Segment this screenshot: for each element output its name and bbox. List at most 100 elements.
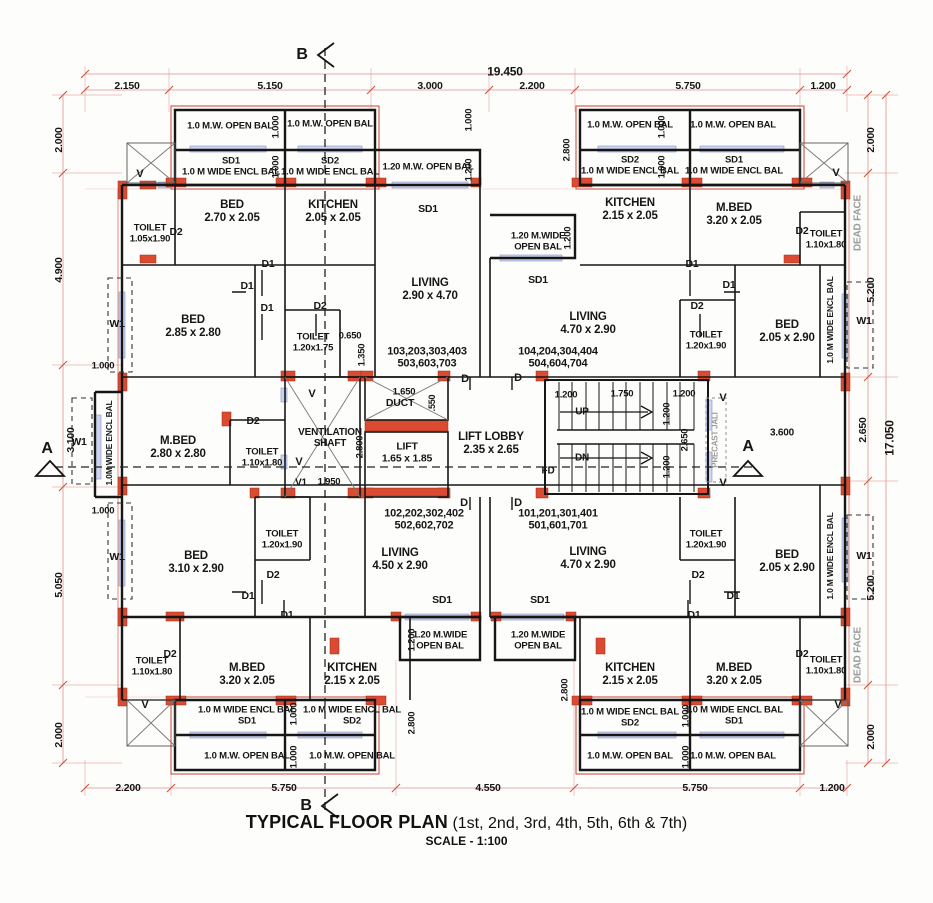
door-tag-d1: D1 — [280, 609, 294, 622]
room-label: KITCHEN 2.15 x 2.05 — [602, 662, 658, 687]
vent-dim: 2.800 — [354, 435, 366, 459]
vent-dim: 1.350 — [356, 343, 368, 367]
stair-up-label: UP — [575, 406, 589, 418]
balcony-label: SD2 1.0 M WIDE ENCL BAL — [581, 154, 679, 176]
stair-direction-arrows — [560, 405, 654, 465]
dim-inner: 1.000 — [656, 155, 668, 179]
room-label: M.BED 3.20 x 2.05 — [706, 662, 762, 687]
dim-inner: 1.000 — [270, 155, 282, 179]
balcony-label: 1.20 M.WIDE OPEN BAL — [412, 629, 468, 651]
section-markers — [33, 42, 765, 819]
room-label: KITCHEN 2.15 x 2.05 — [602, 197, 658, 222]
slider-tag: SD1 — [418, 203, 438, 216]
dim-top: 5.750 — [675, 80, 701, 93]
title-block: TYPICAL FLOOR PLAN (1st, 2nd, 3rd, 4th, … — [0, 812, 933, 848]
door-tag-d2: D2 — [163, 648, 177, 661]
section-marker-a-left: A — [41, 440, 53, 458]
dimension-lines — [62, 73, 887, 789]
balcony-label: 1.0 M WIDE ENCL BAL — [825, 512, 836, 600]
stair-dim: 2.650 — [679, 428, 691, 452]
section-arrow-b-top — [316, 42, 335, 68]
dim-bottom: 4.550 — [475, 782, 501, 795]
dim-bottom: 2.200 — [115, 782, 141, 795]
dim-inner: 1.000 — [680, 745, 692, 769]
room-label: TOILET 1.10x1.80 — [805, 228, 847, 250]
balcony-label: SD2 1.0 M WIDE ENCL BAL — [281, 155, 379, 177]
dim-top: 5.150 — [257, 80, 283, 93]
door-tag-d: D — [514, 496, 522, 509]
balcony-label: 1.0 M.W. OPEN BAL — [690, 750, 776, 762]
dim-inner: 1.200 — [562, 226, 574, 250]
vent-tag-v: V — [308, 387, 316, 400]
dim-left: 3.100 — [65, 427, 78, 453]
balcony-label: 1.0 M WIDE ENCL BAL SD2 — [581, 706, 679, 728]
door-leaves — [232, 270, 740, 617]
balcony-label: 1.0 M.W. OPEN BAL — [204, 750, 290, 762]
dim-inner: 1.200 — [406, 628, 418, 652]
dimension-ticks — [58, 69, 891, 793]
vent-dim: 0.650 — [338, 330, 362, 342]
balcony-label: 1.0 M WIDE ENCL BAL — [825, 276, 836, 364]
slider-tag: SD1 — [528, 274, 548, 287]
dim-inner: 1.000 — [463, 108, 475, 132]
stair-dim: 1.200 — [661, 402, 673, 426]
door-tag-d2: D2 — [795, 648, 809, 661]
window-tag-w1: W1 — [856, 550, 872, 563]
balcony-label: SD1 1.0 M WIDE ENCL BAL — [685, 154, 783, 176]
dim-top: 1.200 — [810, 80, 836, 93]
dim-bottom: 1.200 — [819, 782, 845, 795]
room-label: KITCHEN 2.15 x 2.05 — [324, 662, 380, 687]
dim-left: 1.000 — [91, 360, 115, 372]
room-label: TOILET 1.20x1.75 — [292, 331, 334, 353]
dim-inner: 1.000 — [680, 704, 692, 728]
door-tag-d2: D2 — [313, 300, 327, 313]
unit-numbers-label: 103,203,303,403 503,603,703 — [387, 345, 467, 370]
window-tag-w1: W1 — [71, 436, 87, 449]
door-tag-d2: D2 — [266, 569, 280, 582]
dim-left: 2.000 — [53, 127, 66, 153]
unit-numbers-label: 101,201,301,401 501,601,701 — [518, 507, 598, 532]
room-label: TOILET 1.20x1.90 — [685, 329, 727, 351]
shaft-boxes — [284, 376, 449, 498]
door-tag-d2: D2 — [246, 415, 260, 428]
slider-tag: SD1 — [530, 594, 550, 607]
dim-inner: 1.000 — [288, 702, 300, 726]
door-tag-d1: D1 — [722, 279, 736, 292]
door-tag-d1: D1 — [726, 590, 740, 603]
plan-title-floors: (1st, 2nd, 3rd, 4th, 5th, 6th & 7th) — [452, 815, 688, 832]
vent-tag-v: V — [136, 167, 144, 180]
balcony-label: 1.0M WIDE ENCL BAL — [104, 400, 115, 486]
stair-dn-label: DN — [574, 452, 590, 464]
balcony-label: 1.0 M.W. OPEN BAL — [587, 119, 673, 131]
balcony-label: 1.0 M WIDE ENCL BAL SD1 — [685, 704, 783, 726]
balcony-label: 1.20 M.WIDE OPEN BAL — [510, 230, 566, 252]
room-label: TOILET 1.10x1.80 — [241, 446, 283, 468]
section-marker-b-top: B — [296, 46, 308, 64]
dim-left: 2.000 — [53, 722, 66, 748]
dim-inner: 2.800 — [559, 678, 571, 702]
room-label: BED 2.70 x 2.05 — [204, 199, 260, 224]
room-label: TOILET 1.20x1.90 — [261, 528, 303, 550]
room-label: LIFT 1.65 x 1.85 — [381, 440, 433, 464]
dim-right: 2.000 — [865, 127, 878, 153]
room-label: BED 2.05 x 2.90 — [759, 319, 815, 344]
w1-dashed-boxes — [71, 277, 874, 600]
dim-right: 5.200 — [865, 575, 878, 601]
window-tag-w1: W1 — [856, 315, 872, 328]
balcony-label: 1.20 M.WIDE OPEN BAL — [510, 629, 566, 651]
dim-right: 2.650 — [857, 417, 870, 443]
overall-height-dim: 17.050 — [882, 420, 897, 456]
duct-dim: .550 — [426, 394, 437, 412]
vent-tag-v: V — [719, 391, 727, 404]
fd-label: FD — [541, 465, 555, 477]
room-label: LIFT LOBBY 2.35 x 2.65 — [458, 431, 524, 456]
section-arrow-b-bottom — [320, 793, 339, 819]
section-marker-a-right: A — [742, 438, 754, 456]
room-label: BED 2.85 x 2.80 — [165, 314, 221, 339]
room-label: KITCHEN 2.05 x 2.05 — [305, 199, 361, 224]
dim-top: 2.150 — [114, 80, 140, 93]
slider-tag: SD1 — [432, 594, 452, 607]
window-tag-w1: W1 — [109, 318, 125, 331]
